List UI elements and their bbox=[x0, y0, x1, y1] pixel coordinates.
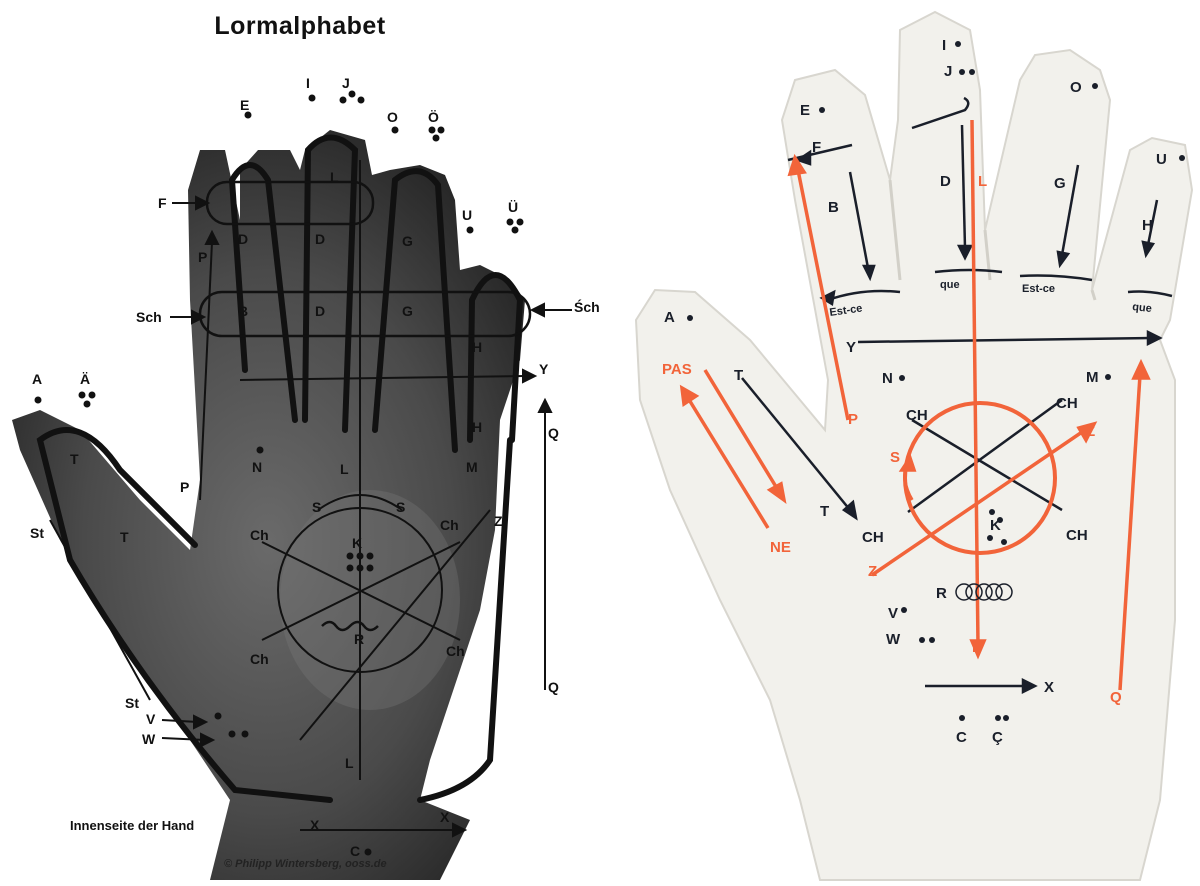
label-u: U bbox=[462, 207, 472, 223]
glove-label-t: T bbox=[734, 367, 743, 384]
glove-panel: A E F B I J D O G U H Y N M T T CH CH CH… bbox=[600, 0, 1200, 886]
glove-label-ch-tl: CH bbox=[906, 407, 928, 424]
label-n: N bbox=[252, 459, 262, 475]
glove-label-z-bottom: Z bbox=[868, 563, 877, 580]
glove-label-u: U bbox=[1156, 151, 1167, 168]
glove-label-v: V bbox=[888, 605, 898, 622]
label-f: F bbox=[158, 195, 167, 211]
glove-label-ch-bl: CH bbox=[862, 529, 884, 546]
label-d-lower: D bbox=[315, 303, 325, 319]
label-p-top: P bbox=[198, 249, 207, 265]
label-r: R bbox=[354, 631, 364, 647]
glove-label-que-2: que bbox=[1132, 301, 1153, 315]
label-l-mid: L bbox=[340, 461, 349, 477]
lorm-alphabet-panel: Lormalphabet bbox=[0, 0, 600, 886]
glove-label-ch-tr: CH bbox=[1056, 395, 1078, 412]
label-w: W bbox=[142, 731, 156, 747]
glove-label-z-top: Z bbox=[1086, 423, 1095, 440]
glove-label-l-top: L bbox=[978, 173, 987, 190]
label-d-left: D bbox=[238, 231, 248, 247]
label-o: O bbox=[387, 109, 398, 125]
label-x: X bbox=[310, 817, 320, 833]
label-ch-bl: Ch bbox=[250, 651, 269, 667]
label-p: P bbox=[180, 479, 189, 495]
glove-label-pas: PAS bbox=[662, 361, 692, 378]
label-t-top: T bbox=[70, 451, 79, 467]
hand-photo bbox=[12, 130, 525, 880]
label-c: C bbox=[350, 843, 360, 859]
glove-label-h: H bbox=[1142, 217, 1153, 234]
label-q-bottom: Q bbox=[548, 679, 559, 695]
glove-diagram: A E F B I J D O G U H Y N M T T CH CH CH… bbox=[600, 0, 1200, 886]
label-h-lower: H bbox=[472, 419, 482, 435]
glove-label-f: F bbox=[812, 139, 821, 156]
label-z: Z bbox=[494, 513, 503, 529]
label-sch-right: Śch bbox=[574, 298, 600, 315]
label-a: A bbox=[32, 371, 42, 387]
label-oe: Ö bbox=[428, 109, 439, 125]
label-d: D bbox=[315, 231, 325, 247]
label-b: B bbox=[238, 303, 248, 319]
label-l-bottom: L bbox=[345, 755, 354, 771]
glove-label-estce-2: Est-ce bbox=[1022, 283, 1055, 295]
label-ch-tl: Ch bbox=[250, 527, 269, 543]
label-i: I bbox=[306, 75, 310, 91]
glove-label-y: Y bbox=[846, 339, 856, 356]
label-k: K bbox=[352, 535, 362, 551]
glove-label-w: W bbox=[886, 631, 901, 648]
label-st: St bbox=[125, 695, 139, 711]
glove-label-t-lower: T bbox=[820, 503, 829, 520]
label-h: H bbox=[472, 339, 482, 355]
glove-label-p: P bbox=[848, 411, 858, 428]
glove-label-e: E bbox=[800, 102, 810, 119]
label-t: T bbox=[120, 529, 129, 545]
glove-label-n: N bbox=[882, 370, 893, 387]
label-g-lower: G bbox=[402, 303, 413, 319]
hand-diagram: A Ä E I J O Ö U Ü F Sch Śch P P D B D D … bbox=[0, 0, 600, 886]
label-ue: Ü bbox=[508, 199, 518, 215]
glove-label-que-1: que bbox=[940, 279, 960, 291]
glove-label-c: C bbox=[956, 729, 967, 746]
glove-label-o: O bbox=[1070, 79, 1082, 96]
glove-label-a: A bbox=[664, 309, 675, 326]
glove-label-m: M bbox=[1086, 369, 1099, 386]
glove-label-x: X bbox=[1044, 679, 1054, 696]
label-ch-br: Ch bbox=[446, 643, 465, 659]
label-x-right: X bbox=[440, 809, 450, 825]
credit: © Philipp Wintersberg, ooss.de bbox=[224, 858, 387, 870]
label-m: M bbox=[466, 459, 478, 475]
caption: Innenseite der Hand bbox=[70, 818, 194, 833]
label-ch-tr: Ch bbox=[440, 517, 459, 533]
label-st-top: St bbox=[30, 525, 44, 541]
label-q-top: Q bbox=[548, 425, 559, 441]
label-s-left: S bbox=[312, 499, 321, 515]
glove-label-i: I bbox=[942, 37, 946, 54]
label-l-top: L bbox=[330, 169, 339, 185]
glove-label-r: R bbox=[936, 585, 947, 602]
label-j: J bbox=[342, 75, 350, 91]
glove-label-j: J bbox=[944, 63, 952, 80]
glove-label-g: G bbox=[1054, 175, 1066, 192]
glove-label-k: K bbox=[990, 517, 1001, 534]
glove-label-b: B bbox=[828, 199, 839, 216]
label-ae: Ä bbox=[80, 371, 90, 387]
glove-label-ch-br: CH bbox=[1066, 527, 1088, 544]
c-dot bbox=[365, 849, 372, 856]
glove-label-d: D bbox=[940, 173, 951, 190]
glove-label-ne: NE bbox=[770, 539, 791, 556]
label-sch: Sch bbox=[136, 309, 162, 325]
label-g: G bbox=[402, 233, 413, 249]
glove-label-s: S bbox=[890, 449, 900, 466]
label-e: E bbox=[240, 97, 249, 113]
glove-label-l-bottom: L bbox=[972, 639, 981, 656]
label-y: Y bbox=[539, 361, 549, 377]
label-s-right: S bbox=[396, 499, 405, 515]
glove-label-cc: Ç bbox=[992, 729, 1003, 746]
label-v: V bbox=[146, 711, 156, 727]
glove-label-q: Q bbox=[1110, 689, 1122, 706]
